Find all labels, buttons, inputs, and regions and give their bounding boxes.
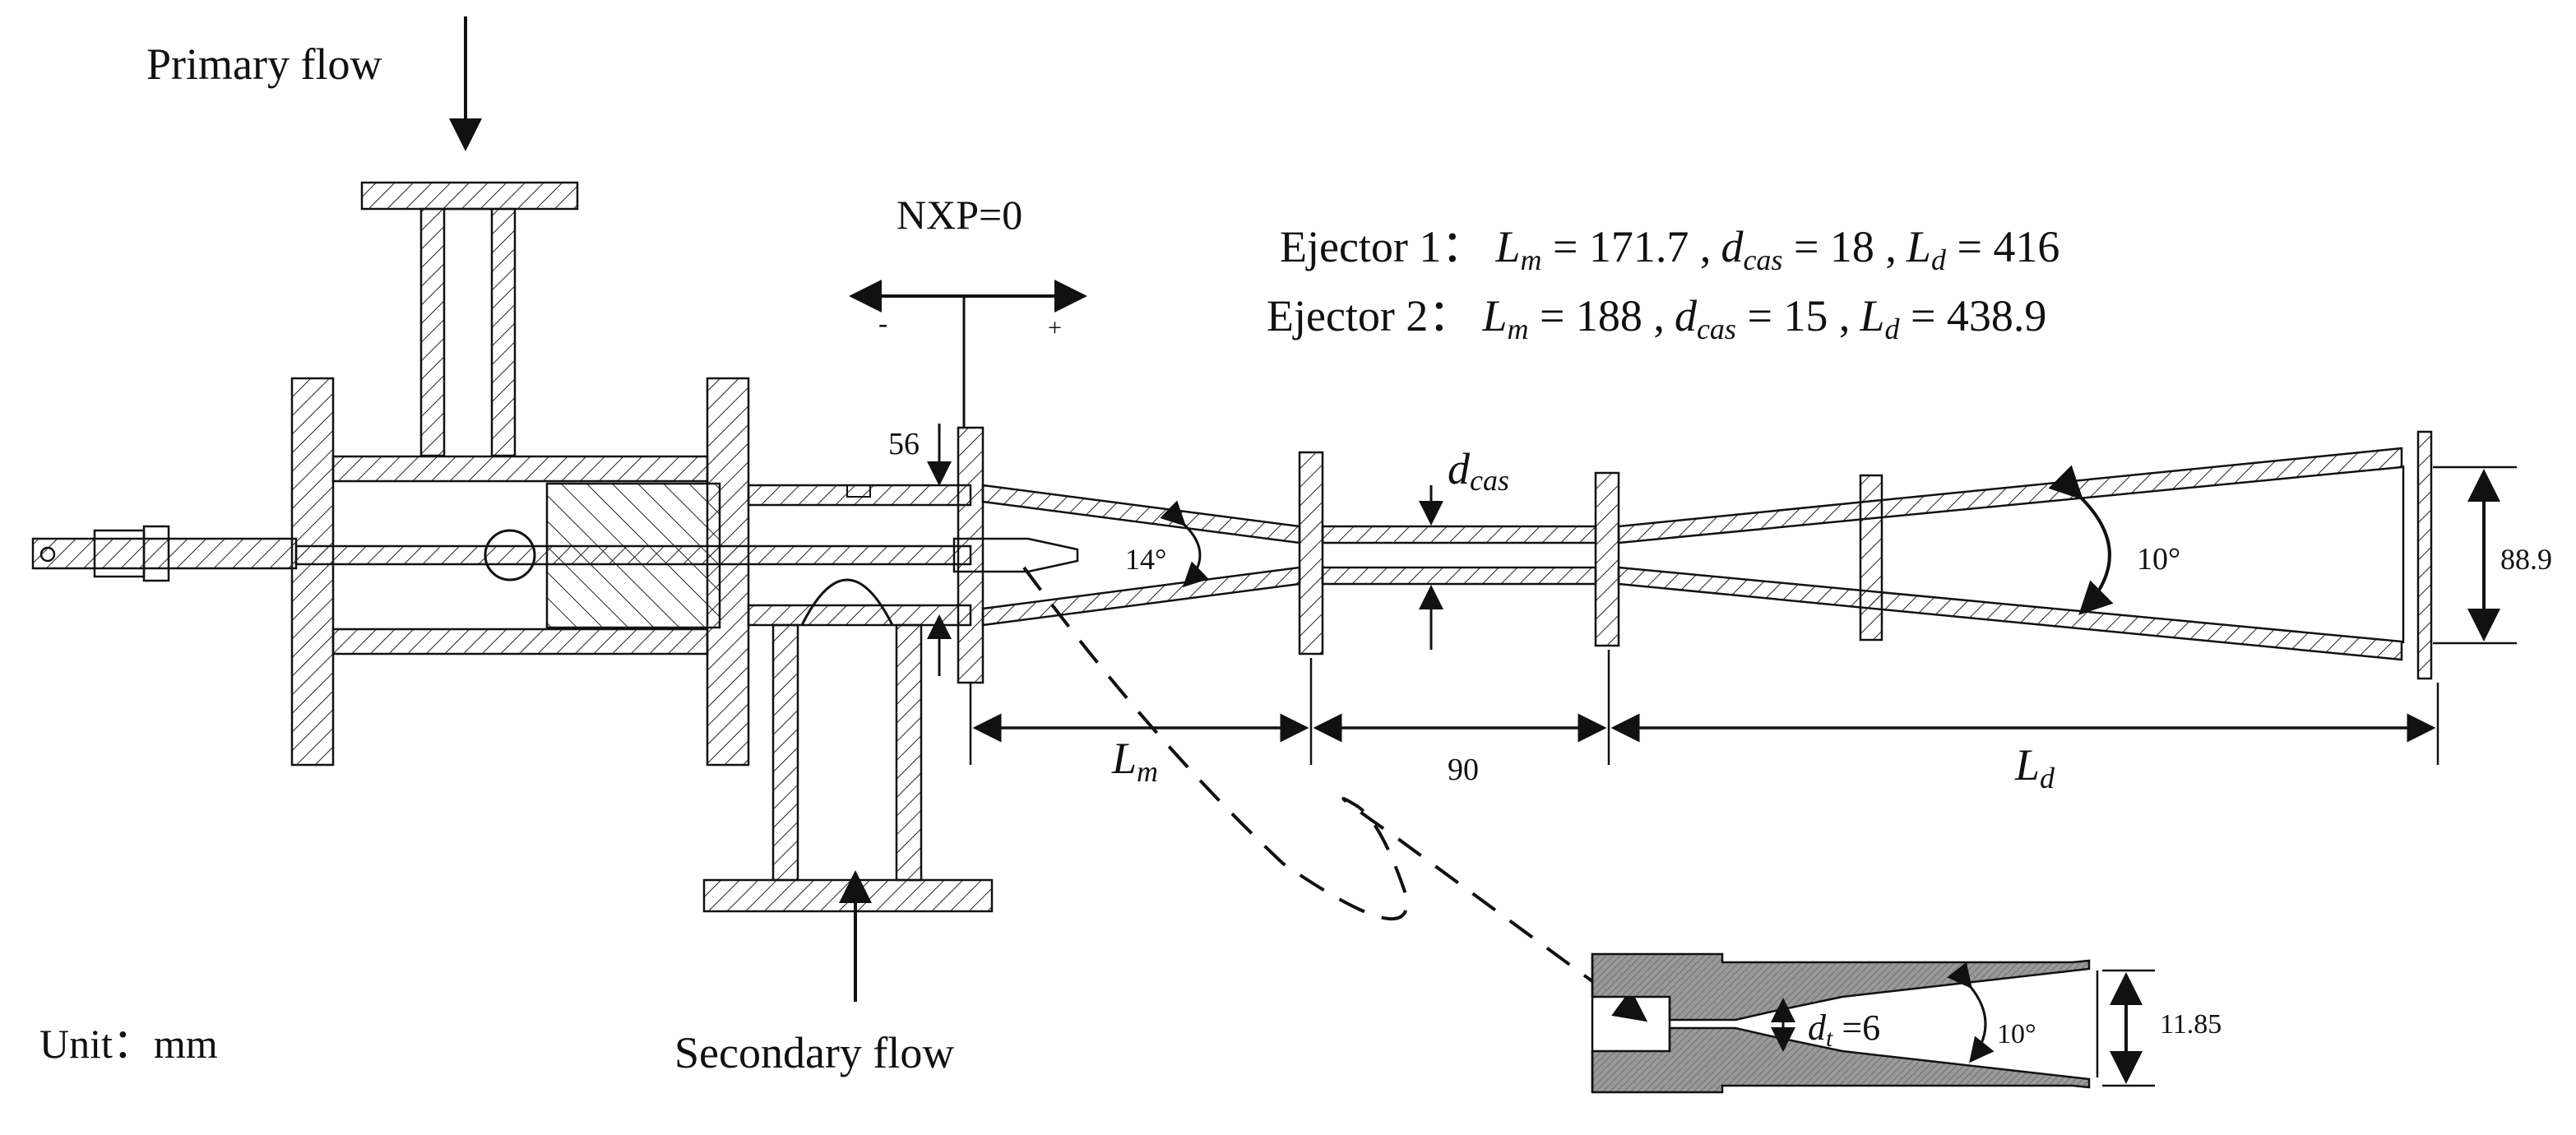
nozzle-exit-label: 11.85 (2160, 1009, 2222, 1040)
zoom-callout (1022, 566, 1648, 1022)
outlet-dimension (2433, 466, 2517, 645)
dcas-label: dcas (1448, 444, 1509, 497)
secondary-flow-label: Secondary flow (674, 1028, 954, 1077)
diffuser-angle-arc (2048, 465, 2114, 615)
nxp-flange (957, 426, 985, 684)
mixing-section (1298, 451, 1620, 656)
primary-supply-tube (31, 525, 972, 582)
ejector-1-spec: Ejector 1：Lm = 171.7 ,dcas = 18 ,Ld = 41… (1280, 222, 2059, 276)
offset-56-label: 56 (888, 427, 920, 461)
ld-label: Ld (2014, 740, 2055, 794)
ejector-2-spec: Ejector 2：Lm = 188 ,dcas = 15 ,Ld = 438.… (1267, 291, 2046, 345)
dt-label: dt =6 (1808, 1008, 1880, 1052)
lm-label: Lm (1111, 734, 1158, 788)
converging-angle-arc (1160, 500, 1209, 588)
primary-inlet-pipe (360, 181, 579, 457)
nxp-plus-label: + (1048, 314, 1062, 341)
suction-chamber (290, 377, 750, 767)
nozzle-detail (1591, 952, 2155, 1094)
outlet-diameter-label: 88.9 (2500, 543, 2552, 576)
diffuser-angle-label: 10° (2137, 542, 2180, 577)
nxp-label: NXP=0 (897, 192, 1022, 238)
diffuser-section (1617, 430, 2433, 680)
primary-flow-label: Primary flow (146, 39, 382, 89)
nozzle-angle-label: 10° (1997, 1019, 2036, 1049)
nxp-arrows (849, 280, 1087, 428)
unit-label: Unit：mm (39, 1021, 218, 1067)
nxp-minus-label: - (878, 308, 887, 339)
length-dimensions (969, 650, 2439, 765)
nozzle-holder-ball (484, 529, 536, 581)
converging-angle-label: 14° (1125, 543, 1166, 576)
length-90-label: 90 (1448, 753, 1479, 787)
primary-nozzle (952, 537, 1079, 573)
secondary-inlet-pipe (702, 578, 994, 913)
